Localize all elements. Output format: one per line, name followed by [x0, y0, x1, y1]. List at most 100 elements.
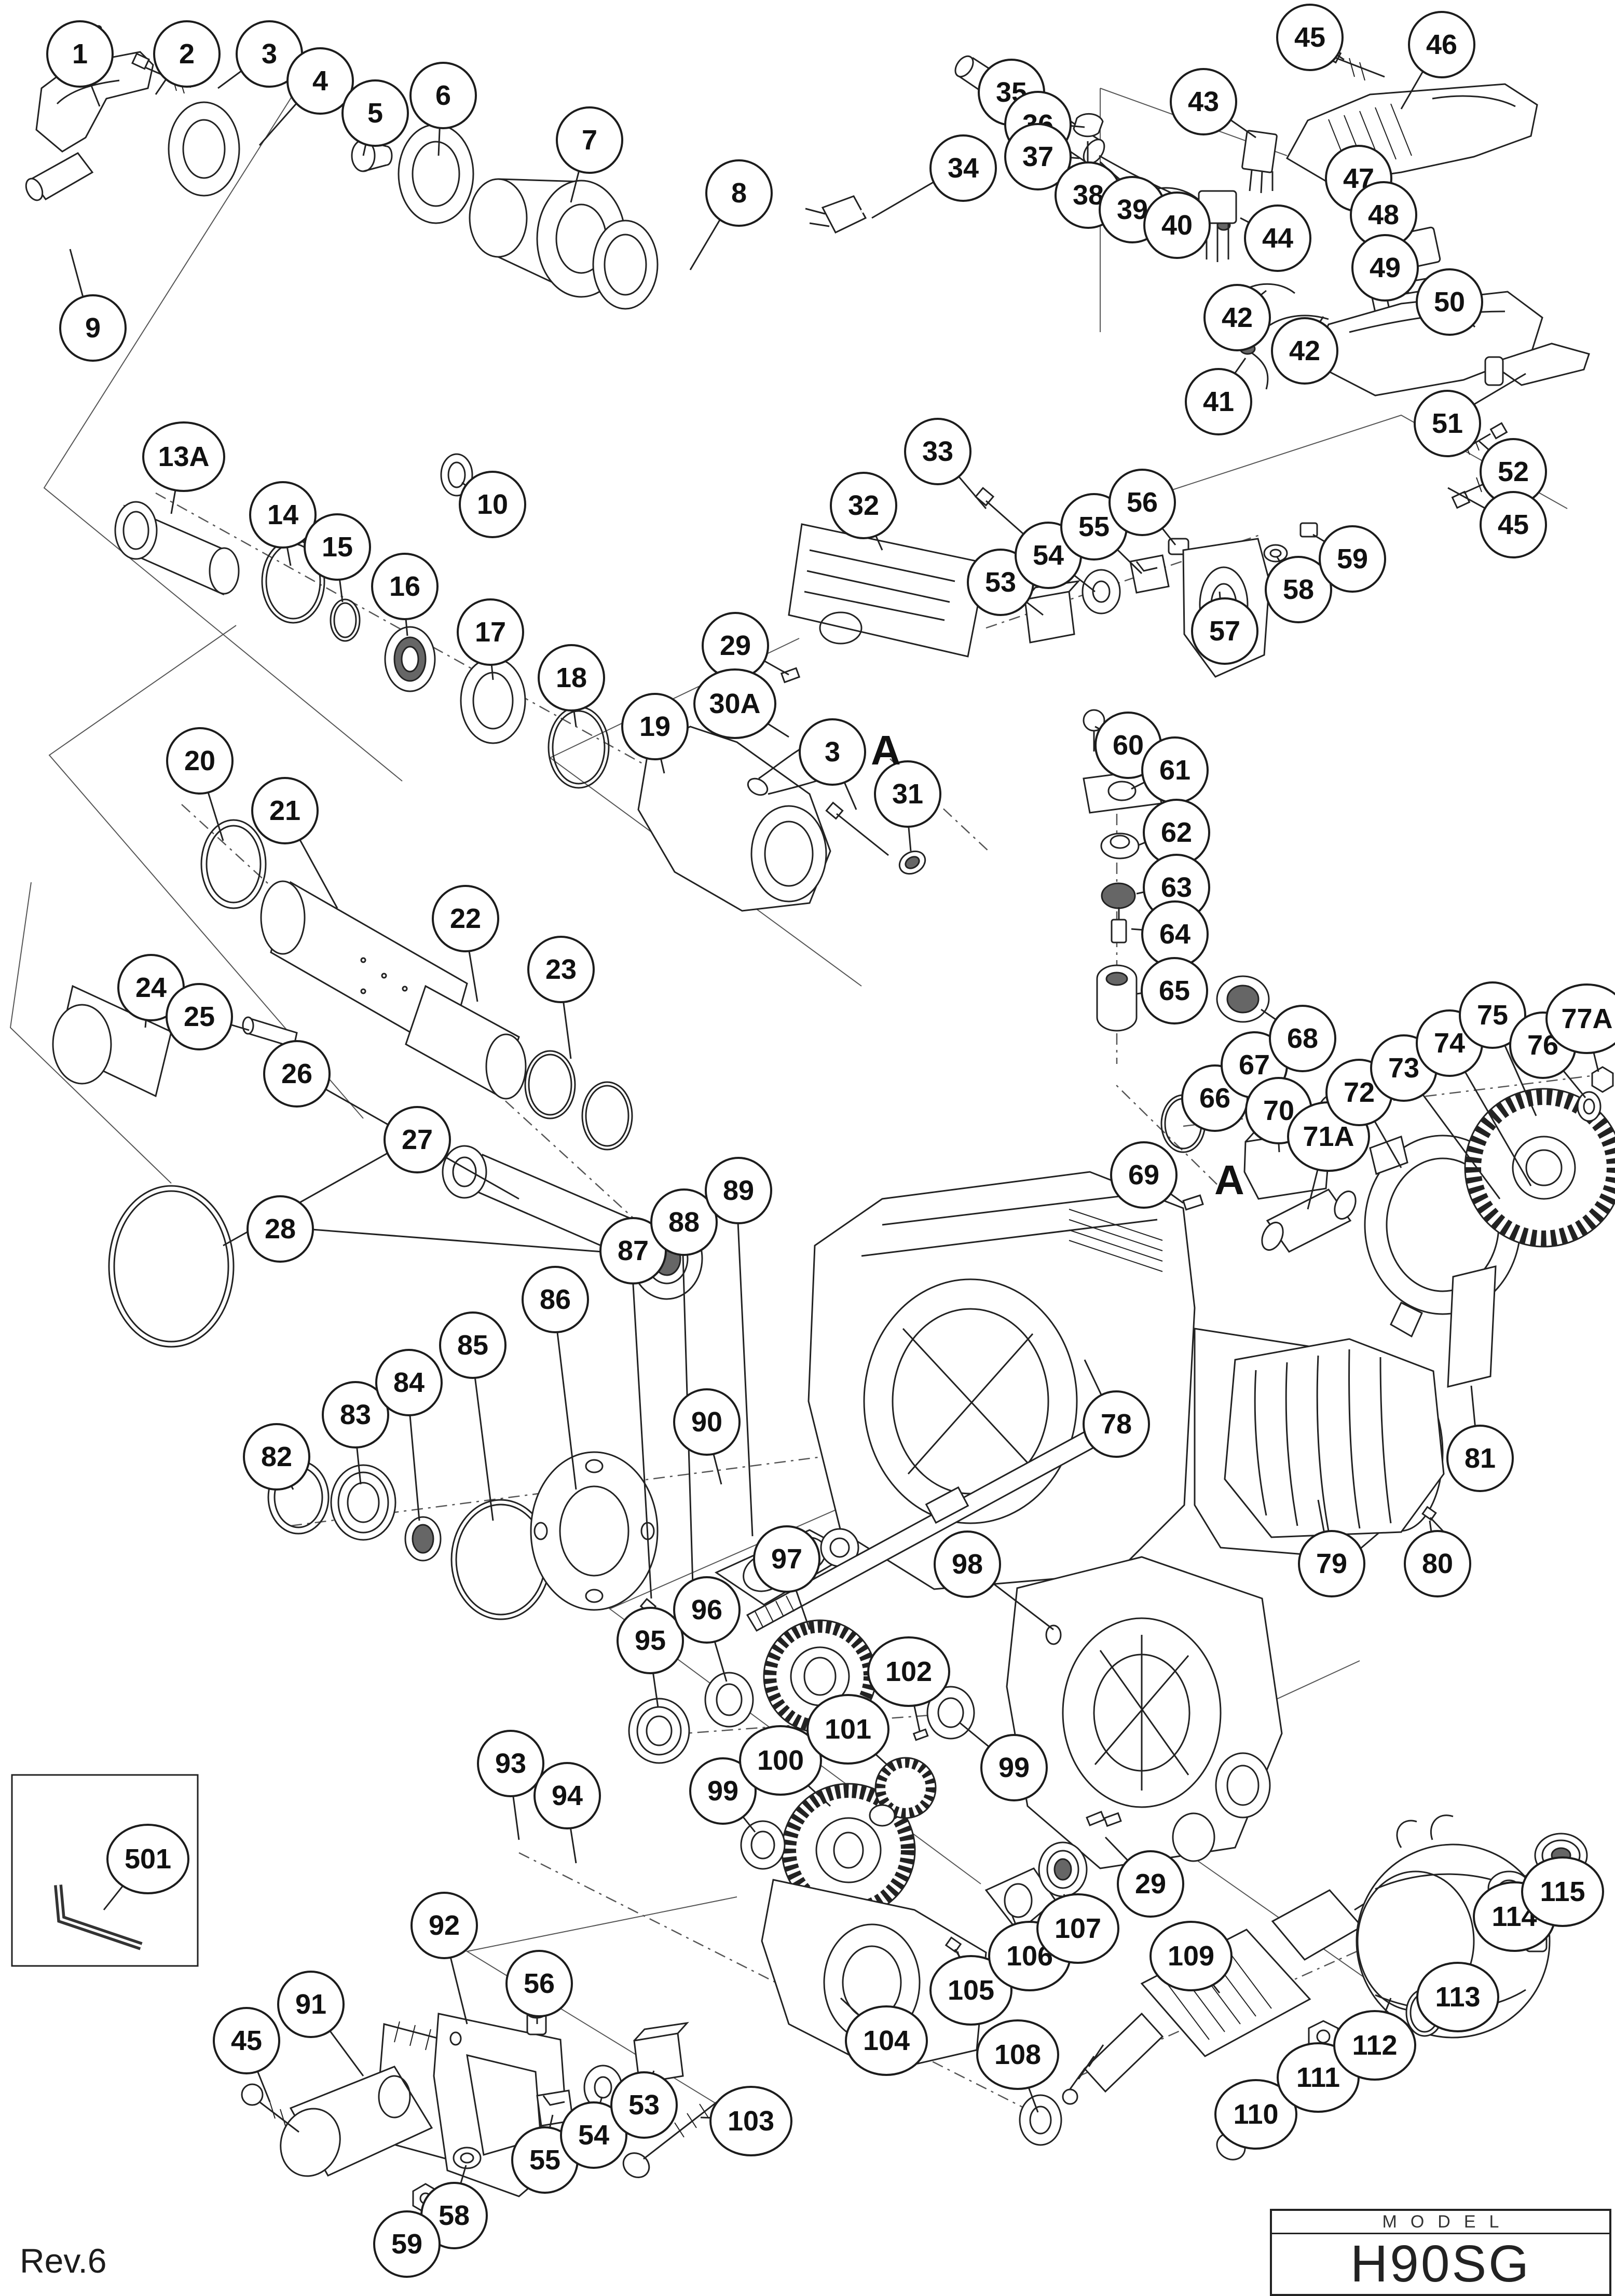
part-balloon-56: 56: [1108, 469, 1176, 536]
part-balloon-53: 53: [610, 2071, 678, 2139]
part-balloon-79: 79: [1298, 1530, 1365, 1597]
part-balloon-99: 99: [689, 1757, 757, 1825]
part-balloon-80: 80: [1404, 1530, 1471, 1597]
part-balloon-57: 57: [1191, 597, 1258, 665]
part-balloon-99: 99: [980, 1734, 1048, 1801]
part-balloon-14: 14: [249, 481, 317, 549]
part-balloon-26: 26: [263, 1040, 331, 1108]
part-balloon-115: 115: [1521, 1856, 1604, 1927]
part-balloon-27: 27: [384, 1106, 451, 1173]
part-balloon-90: 90: [673, 1388, 741, 1456]
part-balloon-61: 61: [1141, 736, 1209, 804]
part-balloon-108: 108: [976, 2019, 1059, 2090]
model-box-title: MODEL: [1272, 2211, 1609, 2234]
part-balloon-17: 17: [457, 598, 524, 666]
part-balloon-55: 55: [1060, 493, 1128, 561]
part-balloon-33: 33: [904, 418, 971, 485]
part-balloon-59: 59: [373, 2210, 441, 2278]
part-balloon-8: 8: [705, 159, 773, 227]
part-balloon-45: 45: [213, 2007, 280, 2074]
part-balloon-19: 19: [621, 693, 689, 760]
part-balloon-43: 43: [1170, 68, 1237, 135]
part-balloon-49: 49: [1351, 234, 1419, 302]
part-balloon-92: 92: [410, 1892, 478, 1959]
part-balloon-114: 114: [1473, 1881, 1556, 1952]
part-balloon-102: 102: [867, 1636, 950, 1707]
part-balloon-18: 18: [538, 644, 605, 712]
part-balloon-5: 5: [341, 79, 409, 147]
part-balloon-77A: 77A: [1545, 983, 1615, 1054]
part-balloon-10: 10: [459, 471, 526, 538]
part-balloon-44: 44: [1244, 204, 1311, 272]
part-balloon-15: 15: [304, 513, 371, 581]
part-balloon-32: 32: [830, 472, 897, 539]
part-balloon-109: 109: [1149, 1921, 1233, 1991]
part-balloon-40: 40: [1143, 192, 1211, 259]
part-balloon-68: 68: [1269, 1005, 1336, 1072]
part-balloon-42: 42: [1203, 284, 1271, 351]
part-balloon-81: 81: [1446, 1425, 1514, 1492]
part-balloon-64: 64: [1141, 900, 1209, 968]
part-balloon-31: 31: [874, 760, 941, 828]
part-balloon-59: 59: [1319, 525, 1386, 593]
part-balloon-85: 85: [439, 1311, 507, 1379]
part-balloon-86: 86: [522, 1266, 589, 1333]
part-balloon-78: 78: [1083, 1390, 1150, 1458]
leader-line-87: [630, 1248, 652, 1599]
part-balloon-103: 103: [709, 2086, 792, 2156]
part-balloon-20: 20: [166, 727, 234, 795]
part-balloon-9: 9: [59, 294, 127, 362]
part-balloon-22: 22: [432, 885, 499, 952]
part-balloon-96: 96: [673, 1576, 741, 1644]
part-balloon-93: 93: [477, 1730, 544, 1797]
part-balloon-501: 501: [106, 1824, 189, 1894]
leader-line-28: [278, 1226, 623, 1254]
part-balloon-65: 65: [1141, 957, 1208, 1024]
part-balloon-84: 84: [375, 1349, 443, 1416]
section-marker-A: A: [1214, 1157, 1244, 1203]
part-balloon-104: 104: [845, 2005, 928, 2076]
part-balloon-29: 29: [1117, 1850, 1184, 1918]
section-marker-A: A: [871, 727, 901, 773]
part-balloon-16: 16: [371, 553, 439, 620]
part-balloon-95: 95: [617, 1607, 684, 1674]
part-balloon-3: 3: [799, 718, 866, 786]
part-balloon-94: 94: [533, 1762, 601, 1829]
part-balloon-2: 2: [153, 20, 221, 88]
part-balloon-91: 91: [277, 1971, 345, 2038]
part-balloon-42: 42: [1271, 317, 1338, 385]
part-balloon-75: 75: [1459, 981, 1526, 1049]
part-balloon-89: 89: [705, 1157, 772, 1224]
part-balloon-29: 29: [702, 612, 769, 679]
part-balloon-41: 41: [1185, 368, 1252, 435]
part-balloon-45: 45: [1276, 4, 1344, 71]
model-number: H90SG: [1350, 2235, 1531, 2293]
part-balloon-45: 45: [1480, 491, 1547, 558]
part-balloon-69: 69: [1110, 1141, 1178, 1209]
part-balloon-6: 6: [409, 62, 477, 129]
part-balloon-113: 113: [1416, 1962, 1499, 2032]
part-balloon-34: 34: [929, 134, 997, 202]
part-balloon-7: 7: [556, 106, 623, 174]
part-balloon-13A: 13A: [142, 421, 225, 492]
revision-label: Rev.6: [20, 2242, 107, 2280]
part-balloon-101: 101: [806, 1694, 889, 1765]
part-balloon-107: 107: [1036, 1893, 1119, 1964]
part-balloon-51: 51: [1414, 390, 1481, 457]
part-balloon-112: 112: [1333, 2010, 1416, 2081]
leader-line-89: [735, 1188, 754, 1537]
part-balloon-1: 1: [46, 20, 114, 88]
part-balloon-30A: 30A: [693, 668, 776, 739]
part-balloon-21: 21: [251, 777, 319, 844]
part-balloon-28: 28: [247, 1195, 314, 1263]
model-box: MODEL H90SG: [1270, 2209, 1611, 2296]
part-balloon-46: 46: [1408, 11, 1475, 78]
part-balloon-25: 25: [166, 983, 233, 1050]
part-balloon-98: 98: [934, 1530, 1001, 1598]
part-balloon-50: 50: [1416, 268, 1483, 336]
part-balloon-105: 105: [929, 1955, 1012, 2026]
part-balloon-56: 56: [505, 1950, 573, 2017]
part-balloon-97: 97: [753, 1525, 820, 1593]
